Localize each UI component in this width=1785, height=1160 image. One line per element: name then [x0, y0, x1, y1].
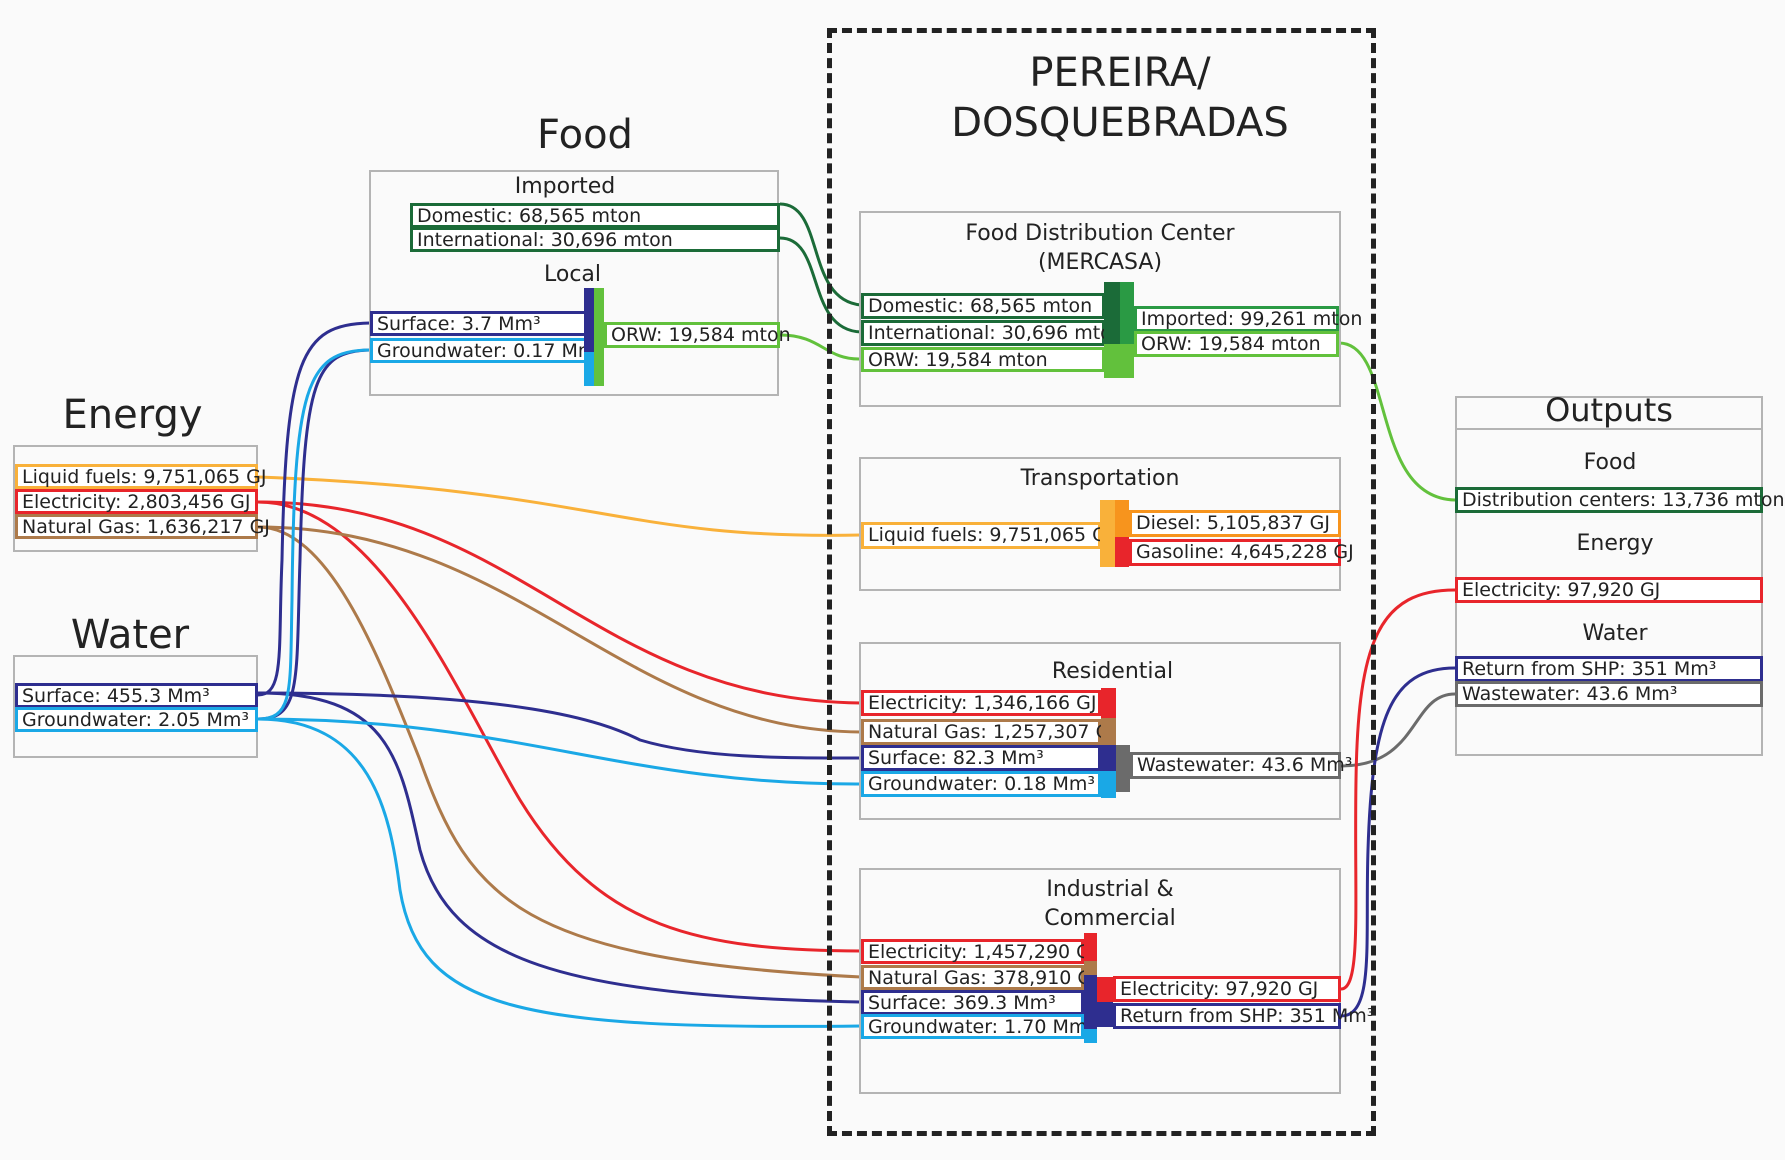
transport-title: Transportation: [1020, 466, 1180, 491]
residential-surface-node: [1101, 745, 1116, 771]
food-ground-flow: [257, 348, 371, 721]
industrial-electricity-node: [1084, 933, 1097, 961]
water-surface-label: Surface: 455.3 Mm³: [15, 683, 258, 708]
outputs-title: Outputs: [1545, 391, 1673, 429]
outputs-energy-title: Energy: [1576, 531, 1654, 556]
food-surface-flow: [257, 321, 371, 697]
residential-gas-node: [1101, 718, 1116, 745]
fdc-imported-in-node: [1104, 282, 1120, 344]
fdc-orw-out-label: ORW: 19,584 mton: [1134, 331, 1339, 357]
industrial-groundwater-node: [1084, 1029, 1097, 1043]
energy-natural-gas-label: Natural Gas: 1,636,217 GJ: [15, 514, 270, 539]
fdc-orw-in-label: ORW: 19,584 mton: [861, 347, 1105, 372]
industrial-title-line-2: Commercial: [1044, 906, 1176, 931]
res-groundwater-flow: [257, 717, 862, 786]
liquid-fuels-flow: [257, 475, 862, 537]
industrial-surface-node: [1084, 975, 1097, 1029]
industrial-shp-out-node: [1097, 1002, 1113, 1027]
residential-title: Residential: [1051, 659, 1174, 684]
industrial-title: Industrial & Commercial: [1000, 875, 1220, 933]
energy-electricity-label: Electricity: 2,803,456 GJ: [15, 489, 258, 514]
transport-liquid-fuels-label: Liquid fuels: 9,751,065 GJ: [861, 522, 1112, 549]
food-section-title: Food: [537, 112, 633, 158]
res-gas-flow: [257, 525, 862, 734]
fdc-domestic-label: Domestic: 68,565 mton: [861, 293, 1105, 319]
title-line-2: DOSQUEBRADAS: [951, 100, 1289, 146]
food-groundwater-node: [584, 352, 594, 386]
industrial-title-line-1: Industrial &: [1046, 877, 1174, 902]
outputs-wastewater-label: Wastewater: 43.6 Mm³: [1455, 681, 1763, 707]
electricity-out-flow: [1340, 588, 1456, 991]
fdc-international-label: International: 30,696 mton: [861, 320, 1124, 346]
outputs-electricity-label: Electricity: 97,920 GJ: [1455, 577, 1763, 603]
shp-return-flow: [1340, 666, 1456, 1018]
outputs-return-shp-label: Return from SHP: 351 Mm³: [1455, 656, 1763, 682]
food-local-node: [594, 288, 604, 386]
residential-surface-label: Surface: 82.3 Mm³: [861, 745, 1101, 771]
food-groundwater-flow: [257, 348, 371, 721]
fdc-imported-out-label: Imported: 99,261 mton: [1134, 306, 1362, 332]
water-groundwater-label: Groundwater: 2.05 Mm³: [15, 707, 258, 732]
industrial-shp-out-label: Return from SHP: 351 Mm³: [1113, 1003, 1374, 1029]
industrial-electricity-out-label: Electricity: 97,920 GJ: [1113, 976, 1341, 1002]
fdc-title: Food Distribution Center (MERCASA): [920, 219, 1280, 277]
ind-electricity-flow: [257, 500, 862, 953]
energy-liquid-fuels-label: Liquid fuels: 9,751,065 GJ: [15, 464, 266, 489]
food-local-title: Local: [543, 262, 602, 287]
food-international-label: International: 30,696 mton: [410, 227, 780, 252]
fdc-title-line-2: (MERCASA): [1037, 250, 1163, 275]
fdc-imported-out-node: [1120, 282, 1134, 344]
city-boundary: [827, 28, 1376, 1136]
industrial-electricity-out-node: [1097, 977, 1113, 1002]
outputs-food-title: Food: [1583, 450, 1637, 475]
residential-electricity-node: [1101, 688, 1116, 718]
food-imported-title: Imported: [514, 174, 616, 199]
title-line-1: PEREIRA/: [1029, 50, 1211, 96]
food-domestic-flow: [779, 202, 862, 307]
fdc-to-outputs-flow: [1338, 341, 1456, 502]
industrial-groundwater-label: Groundwater: 1.70 Mm³: [861, 1014, 1095, 1039]
ind-surface-flow: [257, 691, 862, 1004]
food-orw-label: ORW: 19,584 mton: [604, 322, 791, 348]
fdc-orw-out-node: [1120, 344, 1134, 378]
transport-fuel-node: [1100, 500, 1115, 567]
outputs-water-title: Water: [1582, 621, 1648, 646]
food-domestic-label: Domestic: 68,565 mton: [410, 203, 780, 228]
wastewater-flow: [1340, 692, 1456, 768]
outputs-distribution-label: Distribution centers: 13,736 mton: [1455, 487, 1785, 513]
residential-groundwater-node: [1101, 771, 1116, 798]
transport-diesel-label: Diesel: 5,105,837 GJ: [1129, 510, 1341, 537]
ind-gas-flow: [257, 525, 862, 979]
transport-gasoline-label: Gasoline: 4,645,228 GJ: [1129, 539, 1354, 566]
residential-wastewater-label: Wastewater: 43.6 Mm³: [1130, 752, 1352, 779]
food-groundwater-label: Groundwater: 0.17 Mm³: [370, 338, 604, 363]
res-surface-flow: [257, 691, 862, 760]
transport-gasoline-node: [1115, 537, 1129, 567]
food-surface-node: [584, 288, 594, 352]
food-orw-flow: [779, 333, 862, 361]
outputs-header-bar: [1455, 396, 1763, 430]
industrial-electricity-label: Electricity: 1,457,290 GJ: [861, 939, 1097, 964]
page-title: PEREIRA/ DOSQUEBRADAS: [880, 48, 1360, 148]
residential-natural-gas-label: Natural Gas: 1,257,307 GJ: [861, 719, 1116, 745]
food-international-flow: [779, 236, 862, 334]
residential-electricity-label: Electricity: 1,346,166 GJ: [861, 690, 1101, 716]
energy-section-title: Energy: [62, 392, 203, 438]
residential-wastewater-node: [1116, 745, 1130, 792]
industrial-gas-node: [1084, 961, 1097, 975]
transport-diesel-node: [1115, 500, 1129, 537]
food-surface-label: Surface: 3.7 Mm³: [370, 311, 588, 336]
fdc-orw-in-node: [1104, 344, 1120, 378]
ind-groundwater-flow: [257, 717, 862, 1028]
residential-groundwater-label: Groundwater: 0.18 Mm³: [861, 771, 1101, 797]
industrial-natural-gas-label: Natural Gas: 378,910 GJ: [861, 965, 1098, 990]
water-section-title: Water: [70, 612, 190, 658]
industrial-surface-label: Surface: 369.3 Mm³: [861, 990, 1084, 1015]
res-electricity-flow: [257, 500, 862, 705]
fdc-title-line-1: Food Distribution Center: [965, 221, 1235, 246]
